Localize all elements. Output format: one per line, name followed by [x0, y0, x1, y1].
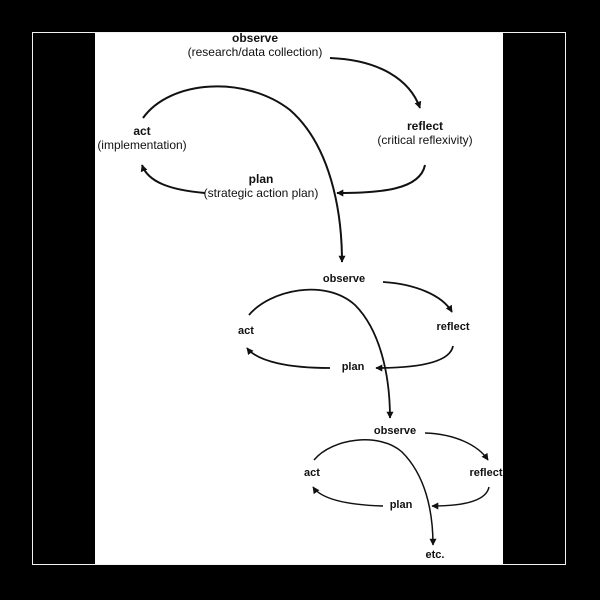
etc-text: etc. [425, 549, 445, 561]
cycle2-plan-label: plan [336, 361, 370, 374]
cycle2-reflect-label: reflect [428, 321, 478, 334]
cycle2-observe-text: observe [322, 273, 366, 285]
image-frame [32, 32, 566, 565]
cycle3-act-label: act [298, 467, 326, 480]
cycle2-act-text: act [238, 325, 254, 337]
cycle2-act-label: act [232, 325, 260, 338]
cycle2-observe-label: observe [314, 273, 374, 286]
cycle1-reflect-title: reflect [406, 119, 444, 133]
cycle2-arrow-plan-to-act [246, 347, 331, 369]
cycle1-reflect-subtitle: (critical reflexivity) [377, 132, 473, 147]
cycle1-observe-title: observe [231, 31, 279, 45]
cycle3-reflect-text: reflect [469, 467, 503, 479]
cycle1-arrow-act-to-cycle2 [142, 85, 346, 263]
cycle1-observe-label: observe (research/data collection) [185, 31, 325, 60]
cycle1-plan-label: plan (strategic action plan) [200, 172, 322, 201]
cycle1-arrow-observe-to-reflect [329, 57, 422, 109]
cycle2-arrow-reflect-to-plan [375, 345, 454, 372]
cycle3-observe-label: observe [365, 425, 425, 438]
cycle3-arrow-observe-to-reflect [424, 432, 489, 461]
cycle1-act-subtitle: (implementation) [97, 137, 187, 152]
cycle3-arrow-plan-to-act [312, 486, 384, 507]
cycle2-arrow-observe-to-reflect [382, 281, 453, 313]
cycle3-act-text: act [304, 467, 320, 479]
cycle1-act-label: act (implementation) [92, 124, 192, 153]
cycle2-reflect-text: reflect [436, 321, 470, 333]
cycle3-arrow-act-to-etc [313, 439, 437, 546]
cycle1-arrow-plan-to-act [140, 164, 206, 194]
etc-label: etc. [417, 549, 453, 562]
cycle3-arrow-reflect-to-plan [431, 486, 490, 510]
cycle1-observe-subtitle: (research/data collection) [187, 44, 323, 59]
diagram-paper [95, 33, 503, 564]
cycle2-plan-text: plan [341, 361, 365, 373]
cycle1-plan-subtitle: (strategic action plan) [203, 185, 319, 200]
cycle2-arrow-act-to-cycle3 [248, 288, 394, 419]
cycle3-observe-text: observe [373, 425, 417, 437]
cycle1-arrow-reflect-to-plan [336, 164, 426, 197]
cycle1-act-title: act [133, 124, 151, 138]
cycle3-plan-label: plan [386, 499, 416, 512]
cycle3-reflect-label: reflect [464, 467, 508, 480]
cycle3-plan-text: plan [389, 499, 413, 511]
cycle1-plan-title: plan [248, 172, 274, 186]
cycle1-reflect-label: reflect (critical reflexivity) [370, 119, 480, 148]
